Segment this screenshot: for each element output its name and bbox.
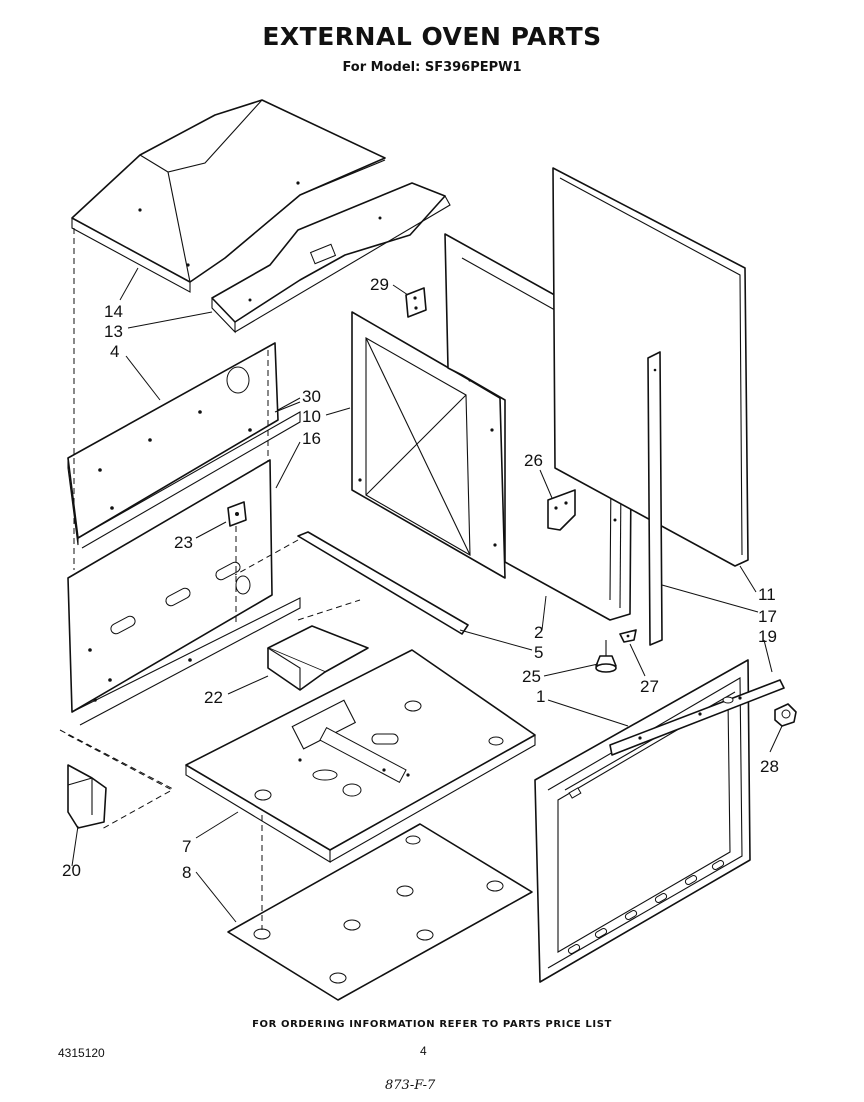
callout-10: 10: [302, 407, 321, 426]
callout-13: 13: [104, 322, 123, 341]
callout-29: 29: [370, 275, 389, 294]
callout-26: 26: [524, 451, 543, 470]
callout-8: 8: [182, 863, 191, 882]
part-14-top-cover: [71, 99, 386, 293]
callout-16: 16: [302, 429, 321, 448]
part-5-trim-strip: [234, 531, 469, 635]
part-28-knob: [774, 703, 797, 727]
part-13-rear-channel: [211, 182, 451, 334]
callout-19: 19: [758, 627, 777, 646]
callout-14: 14: [104, 302, 123, 321]
callout-20: 20: [62, 861, 81, 880]
page-number: 4: [420, 1044, 427, 1058]
callout-22: 22: [204, 688, 223, 707]
callout-labels: 14 13 4 30 10 16 29 26 23 22 20 7 8 2 5 …: [62, 275, 779, 882]
part-17-door-strip: [647, 351, 663, 646]
callout-23: 23: [174, 533, 193, 552]
part-30-strip: [274, 401, 301, 413]
callout-1: 1: [536, 687, 545, 706]
callout-30: 30: [302, 387, 321, 406]
callout-11: 11: [758, 585, 776, 604]
part-25-foot: [595, 640, 617, 673]
alignment-lines: [59, 228, 269, 791]
part-8-floor-plate: [227, 815, 533, 1001]
callout-28: 28: [760, 757, 779, 776]
callout-2: 2: [534, 623, 543, 642]
callout-7: 7: [182, 837, 191, 856]
part-19-door-handle: [609, 679, 785, 756]
callout-5: 5: [534, 643, 543, 662]
part-16-lower-rear-panel: [67, 459, 301, 726]
part-29-clip: [405, 287, 427, 318]
part-27-clip: [619, 629, 637, 643]
callout-25: 25: [522, 667, 541, 686]
handwritten-note: 873-F-7: [385, 1078, 436, 1093]
part-26-bracket: [547, 489, 576, 531]
callout-27: 27: [640, 677, 659, 696]
part-20-bracket: [67, 734, 174, 831]
ordering-note: FOR ORDERING INFORMATION REFER TO PARTS …: [252, 1019, 612, 1030]
callout-17: 17: [758, 607, 777, 626]
model-subtitle: For Model: SF396PEPW1: [342, 60, 522, 75]
document-number: 4315120: [58, 1046, 105, 1060]
page-title: EXTERNAL OVEN PARTS: [262, 22, 602, 51]
part-22-vent-duct: [267, 599, 369, 691]
part-4-upper-rear-panel: [67, 342, 301, 549]
part-23-bracket: [227, 501, 247, 625]
callout-4: 4: [110, 342, 119, 361]
part-7-bottom-tray: [185, 649, 536, 863]
leader-lines: [71, 267, 783, 923]
